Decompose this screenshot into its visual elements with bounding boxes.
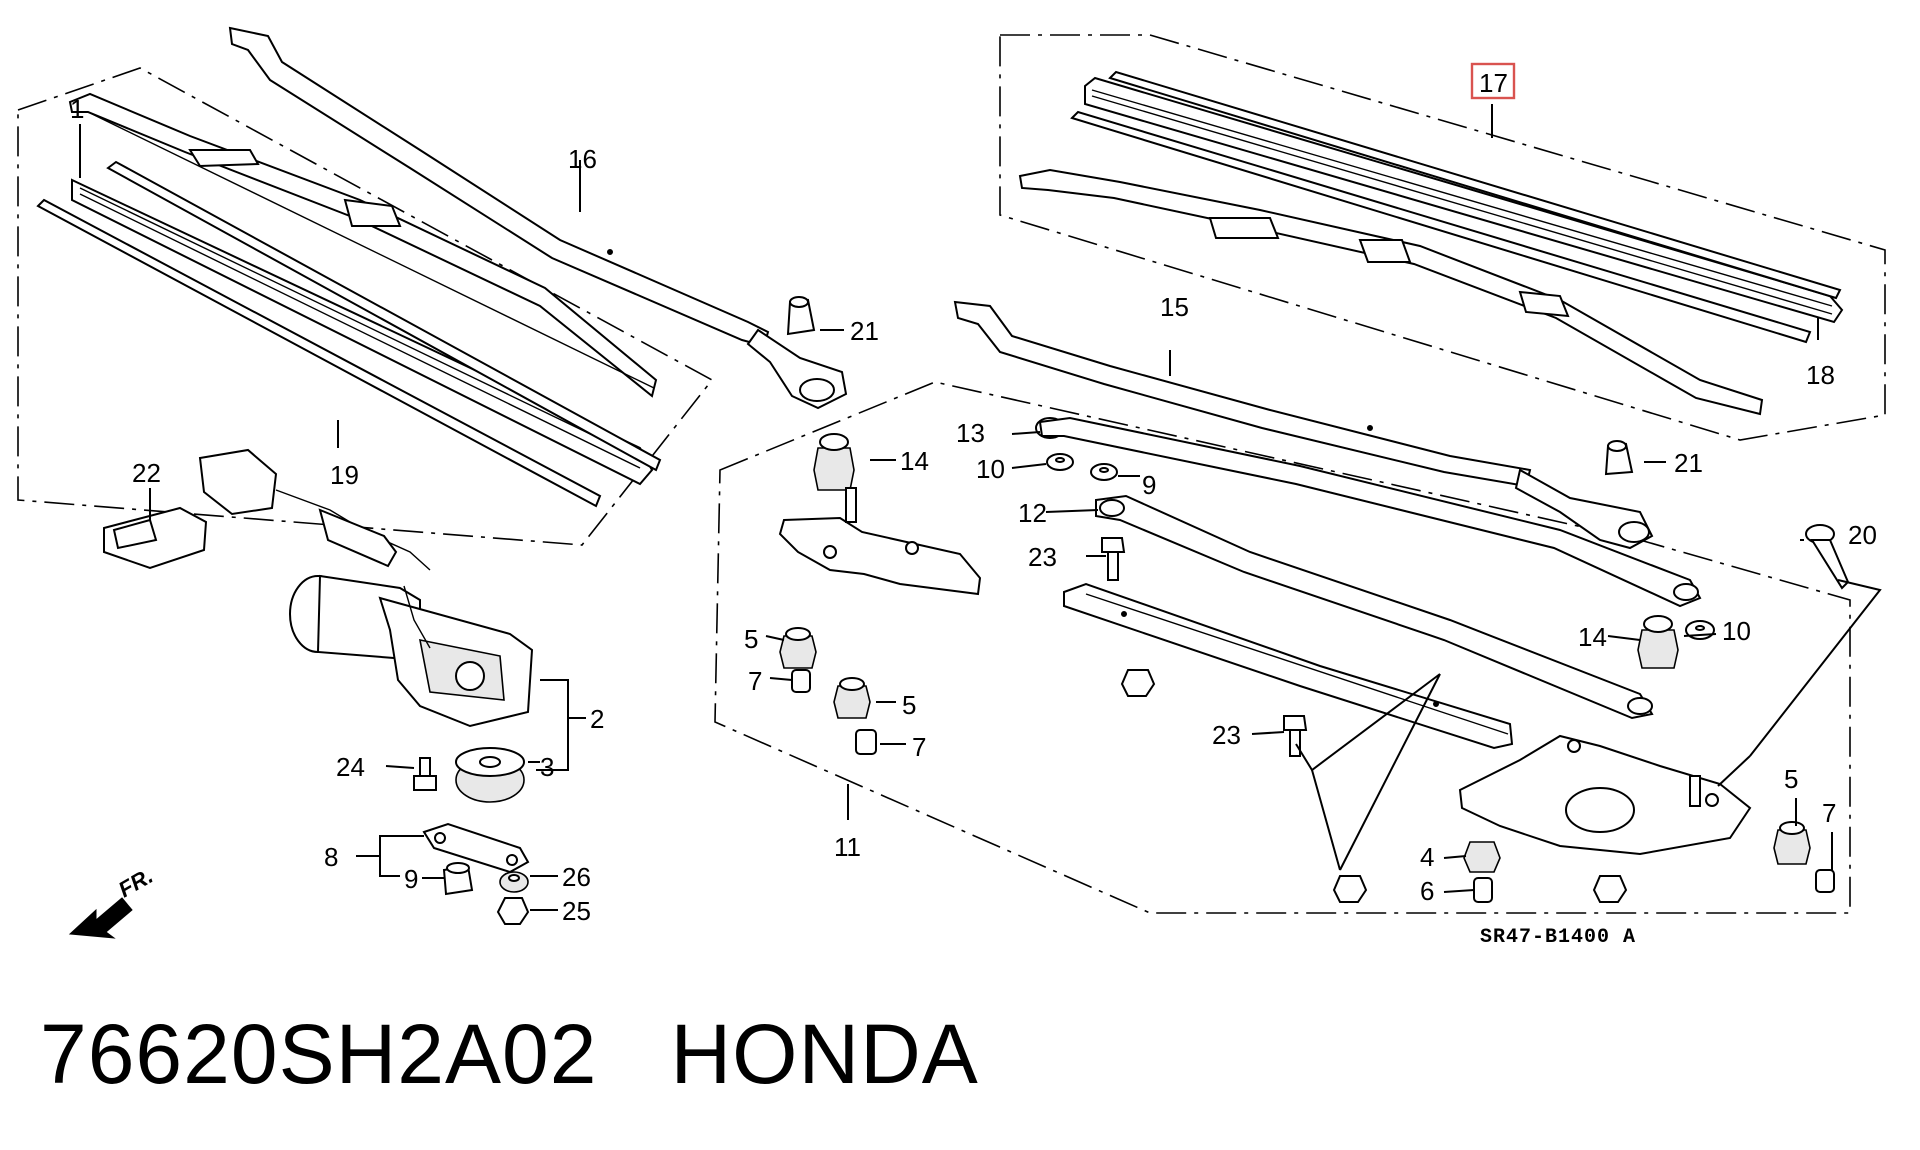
- callout-10-lower: 10: [1722, 616, 1751, 646]
- callout-9-lower: 9: [404, 864, 418, 894]
- link-rod-upper[interactable]: [1038, 416, 1702, 608]
- bolt-23-upper[interactable]: [1101, 537, 1126, 581]
- pivot-bracket-left[interactable]: [778, 487, 982, 596]
- collar-7-right[interactable]: [1815, 869, 1835, 893]
- callout-23-lower: 23: [1212, 720, 1241, 750]
- bushing-5-upper[interactable]: [779, 627, 817, 669]
- callout-11: 11: [834, 832, 861, 862]
- nut-9-upper[interactable]: [1090, 463, 1118, 481]
- callout-14-left: 14: [900, 446, 929, 476]
- bushing-14-left[interactable]: [813, 433, 855, 491]
- callout-24: 24: [336, 752, 365, 782]
- frame-nut-b[interactable]: [1332, 875, 1368, 903]
- callout-9-upper: 9: [1142, 470, 1156, 500]
- linkage-frame-bar[interactable]: [1063, 582, 1514, 750]
- callout-7-middle: 7: [912, 732, 926, 762]
- callout-13: 13: [956, 418, 985, 448]
- wiper-blade-right[interactable]: [1018, 70, 1844, 416]
- callout-7-upper: 7: [748, 666, 762, 696]
- callout-2: 2: [590, 704, 604, 734]
- callout-16: 16: [568, 144, 597, 174]
- arm-cap-nut-upper[interactable]: [786, 296, 816, 336]
- callout-26: 26: [562, 862, 591, 892]
- parts-diagram: 1 16 17 18 21 21 15 19 22 14 13 10 9 12 …: [17, 26, 1886, 949]
- linkage-group-boundary: [714, 381, 1851, 914]
- callout-3: 3: [540, 752, 554, 782]
- direction-label: FR.: [114, 863, 157, 902]
- callout-4: 4: [1420, 842, 1434, 872]
- nut-10-upper[interactable]: [1046, 453, 1074, 471]
- bolt-24[interactable]: [413, 757, 437, 791]
- callout-19: 19: [330, 460, 359, 490]
- bushing-5-right[interactable]: [1773, 821, 1811, 865]
- callout-8: 8: [324, 842, 338, 872]
- nut-25[interactable]: [496, 897, 530, 925]
- callout-7-right: 7: [1822, 798, 1836, 828]
- part-number-caption: 76620SH2A02 HONDA: [40, 1007, 979, 1101]
- bushing-14-right[interactable]: [1637, 615, 1679, 669]
- bushing-5-middle[interactable]: [833, 677, 871, 719]
- callout-5-upper: 5: [744, 624, 758, 654]
- callout-17: 17: [1479, 68, 1508, 98]
- drawing-code: SR47-B1400 A: [1480, 926, 1636, 949]
- harness-connector[interactable]: [198, 448, 431, 571]
- motor-grommet[interactable]: [455, 747, 525, 803]
- callout-21-lower: 21: [1674, 448, 1703, 478]
- collar-7-upper[interactable]: [791, 669, 811, 693]
- callout-labels: 1 16 17 18 21 21 15 19 22 14 13 10 9 12 …: [70, 62, 1877, 926]
- leader-lines: [79, 104, 1882, 911]
- bolt-20[interactable]: [1805, 524, 1850, 590]
- callout-6: 6: [1420, 876, 1434, 906]
- motor-bracket[interactable]: [422, 822, 530, 874]
- callout-25: 25: [562, 896, 591, 926]
- callout-12: 12: [1018, 498, 1047, 528]
- right-blade-group-boundary: [999, 34, 1886, 441]
- bolt-23-lower[interactable]: [1283, 715, 1308, 757]
- callout-23-upper: 23: [1028, 542, 1057, 572]
- left-blade-group-boundary: [17, 67, 714, 546]
- link-rod-12[interactable]: [1095, 494, 1654, 720]
- collar-7-middle[interactable]: [855, 729, 877, 755]
- nut-4[interactable]: [1463, 841, 1501, 873]
- wiper-motor[interactable]: [289, 574, 534, 728]
- callout-15: 15: [1160, 292, 1189, 322]
- callout-5-right: 5: [1784, 764, 1798, 794]
- pivot-bracket-right[interactable]: [1458, 734, 1752, 856]
- frame-nut-a[interactable]: [1120, 669, 1156, 697]
- callout-20: 20: [1848, 520, 1877, 550]
- callout-22: 22: [132, 458, 161, 488]
- callout-10-upper: 10: [976, 454, 1005, 484]
- callout-18: 18: [1806, 360, 1835, 390]
- callout-14-right: 14: [1578, 622, 1607, 652]
- collar-6[interactable]: [1473, 877, 1493, 903]
- wiper-blade-left[interactable]: [36, 92, 662, 508]
- callout-21-upper: 21: [850, 316, 879, 346]
- highlight-box-17: [1470, 62, 1516, 100]
- frame-nut-c[interactable]: [1592, 875, 1628, 903]
- connector-coupler[interactable]: [103, 506, 208, 570]
- wiper-arm-left[interactable]: [228, 26, 848, 410]
- wiper-arm-right[interactable]: [953, 300, 1654, 550]
- callout-5-middle: 5: [902, 690, 916, 720]
- callout-1: 1: [70, 94, 84, 124]
- front-direction-arrow: FR.: [68, 863, 157, 939]
- arm-cap-nut-lower[interactable]: [1604, 440, 1634, 476]
- nut-9-lower[interactable]: [442, 862, 474, 896]
- washer-26[interactable]: [499, 871, 529, 893]
